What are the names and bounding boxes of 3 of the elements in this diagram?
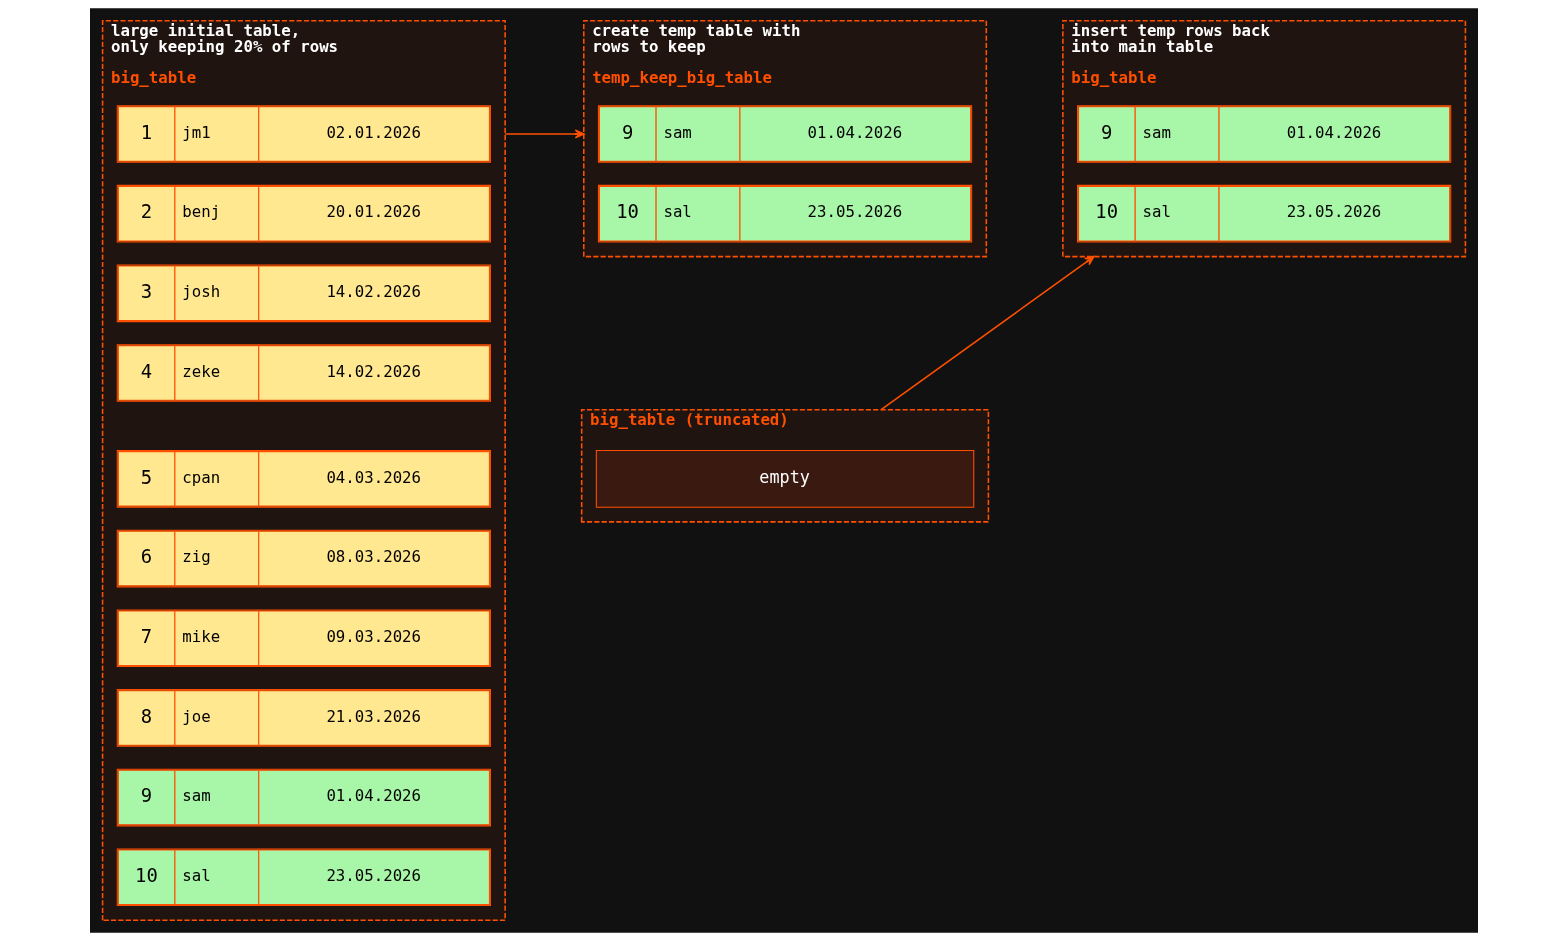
- node-box: empty: [595, 450, 975, 508]
- arrow: [504, 129, 585, 139]
- arrow: [880, 255, 1095, 411]
